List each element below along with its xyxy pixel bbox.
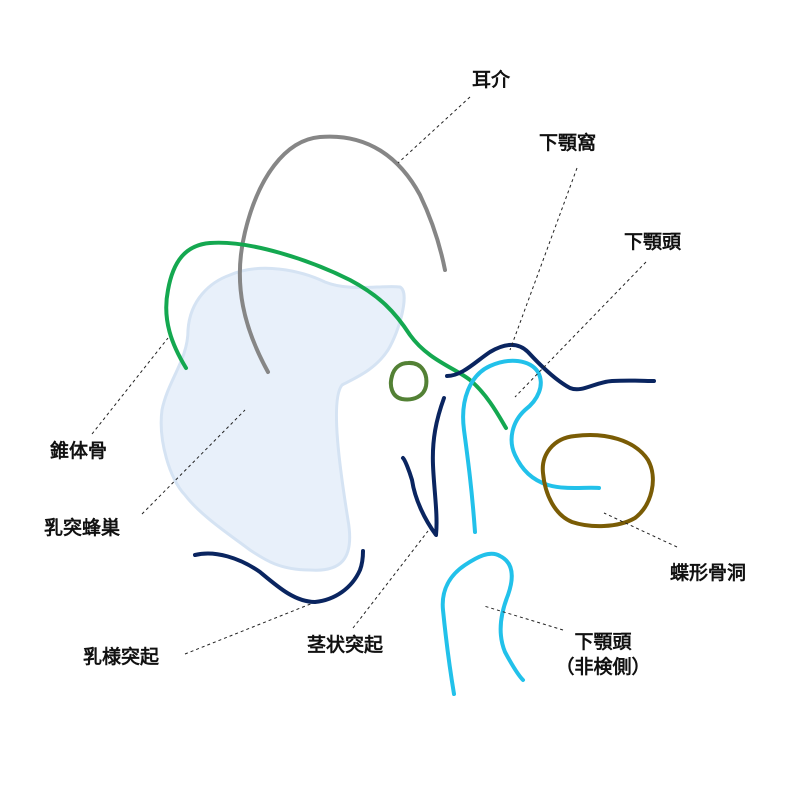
leader-mastoid-cells	[141, 409, 246, 515]
label-auricle: 耳介	[472, 69, 511, 91]
sphenoid-sinus-loop	[540, 433, 655, 529]
label-condyle: 下顎頭	[624, 231, 682, 253]
mandibular-fossa-curve	[445, 342, 656, 392]
label-petrous-bone: 錐体骨	[50, 440, 108, 462]
petrous-bone-curve	[164, 240, 508, 430]
label-sphenoid-sinus: 蝶形骨洞	[670, 562, 747, 584]
contralateral-condyle-curve	[440, 551, 525, 696]
leader-contralateral-condyle	[483, 605, 564, 631]
styloid-curve	[401, 396, 446, 537]
leader-mastoid-process	[184, 602, 314, 655]
label-mandibular-fossa: 下顎窩	[539, 132, 597, 154]
condyle-curve	[461, 358, 601, 534]
leader-condyle	[514, 261, 647, 398]
leader-sphenoid	[603, 512, 678, 548]
label-mastoid-cells: 乳突蜂巣	[44, 517, 121, 539]
auricle-curve	[237, 134, 447, 374]
leader-auricle	[397, 96, 471, 164]
label-contralateral-condyle-line2: （非検側）	[555, 655, 651, 678]
mastoid-cells-region	[159, 266, 406, 572]
label-styloid-process: 茎状突起	[307, 634, 384, 656]
label-contralateral-condyle-line1: 下顎頭	[574, 631, 632, 653]
label-mastoid-process: 乳様突起	[83, 646, 160, 668]
label-contralateral-condyle: 下顎頭 （非検側）	[548, 630, 658, 679]
leader-styloid	[352, 530, 429, 629]
mastoid-process-curve	[193, 549, 365, 604]
leader-mandibular-fossa	[509, 167, 578, 351]
small-oval	[388, 360, 429, 402]
leader-petrous	[91, 337, 169, 435]
leader-lines	[91, 96, 678, 655]
